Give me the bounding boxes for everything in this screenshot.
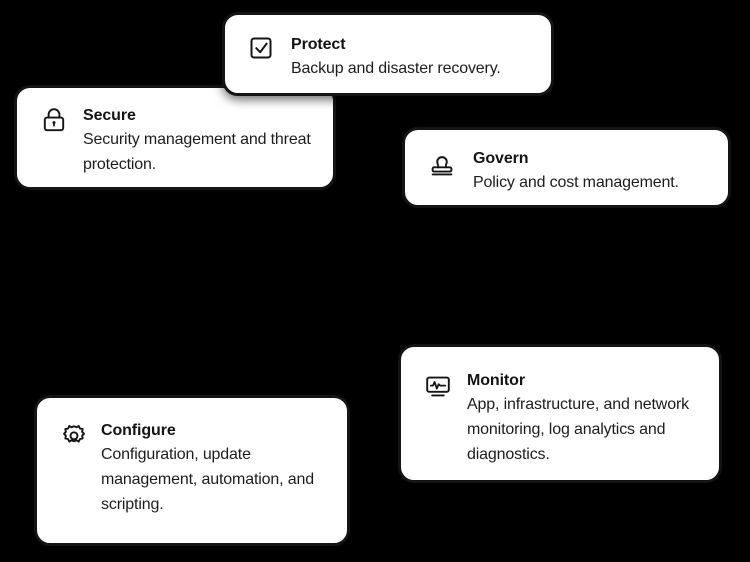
card-body: Configure Configuration, update manageme…: [101, 419, 331, 517]
card-body: Protect Backup and disaster recovery.: [291, 33, 535, 81]
card-description: Policy and cost management.: [473, 174, 679, 191]
card-description: Backup and disaster recovery.: [291, 60, 501, 77]
card-body: Secure Security management and threat pr…: [83, 104, 317, 177]
card-govern[interactable]: Govern Policy and cost management.: [402, 127, 731, 208]
lock-icon: [39, 105, 69, 135]
card-title: Monitor: [467, 372, 525, 389]
card-title: Protect: [291, 36, 346, 53]
card-description: Security management and threat protectio…: [83, 131, 311, 173]
stamp-icon: [427, 149, 457, 179]
card-configure[interactable]: Configure Configuration, update manageme…: [34, 395, 350, 546]
card-secure[interactable]: Secure Security management and threat pr…: [14, 85, 336, 190]
checkbox-checked-icon: [247, 33, 277, 63]
card-title: Secure: [83, 107, 136, 124]
card-description: Configuration, update management, automa…: [101, 446, 314, 513]
monitor-pulse-icon: [423, 371, 453, 401]
card-title: Configure: [101, 422, 176, 439]
card-monitor[interactable]: Monitor App, infrastructure, and network…: [398, 344, 722, 483]
card-title: Govern: [473, 150, 529, 167]
card-description: App, infrastructure, and network monitor…: [467, 396, 689, 463]
gear-icon: [59, 421, 89, 451]
card-body: Govern Policy and cost management.: [473, 147, 714, 195]
card-body: Monitor App, infrastructure, and network…: [467, 369, 703, 467]
card-protect[interactable]: Protect Backup and disaster recovery.: [222, 12, 554, 96]
